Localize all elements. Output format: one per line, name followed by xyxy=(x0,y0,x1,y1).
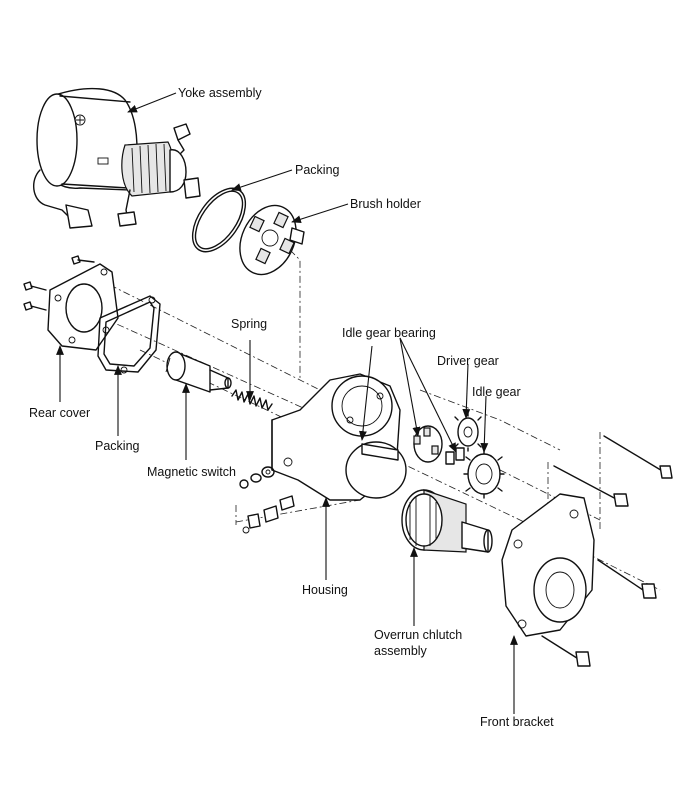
label-packing-bottom: Packing xyxy=(95,439,140,453)
overrun-clutch-part xyxy=(401,489,493,553)
spring-part xyxy=(231,389,273,411)
label-spring: Spring xyxy=(231,317,267,331)
label-yoke-assembly: Yoke assembly xyxy=(178,86,262,100)
label-overrun-clutch-line1: Overrun chlutch xyxy=(374,628,462,642)
labels: Yoke assembly Packing Brush holder Sprin… xyxy=(29,86,554,729)
label-housing: Housing xyxy=(302,583,348,597)
rear-cover-part xyxy=(23,255,119,351)
housing-part xyxy=(271,373,407,501)
magnetic-switch-part xyxy=(165,351,232,393)
label-packing-top: Packing xyxy=(295,163,340,177)
label-driver-gear: Driver gear xyxy=(437,354,499,368)
idle-gear-bearing-part xyxy=(413,425,465,465)
yoke-assembly-part xyxy=(33,87,201,229)
label-overrun-clutch-line2: assembly xyxy=(374,644,428,658)
brush-holder-part xyxy=(239,204,305,276)
label-brush-holder: Brush holder xyxy=(350,197,421,211)
front-bracket-part xyxy=(501,493,595,637)
leader-lines xyxy=(56,92,518,714)
idle-gear-part xyxy=(463,449,505,499)
driver-gear-part xyxy=(454,412,482,452)
label-rear-cover: Rear cover xyxy=(29,406,90,420)
long-bolts-part xyxy=(541,435,673,667)
terminal-hardware-part xyxy=(239,466,295,534)
label-idle-gear-bearing: Idle gear bearing xyxy=(342,326,436,340)
label-magnetic-switch: Magnetic switch xyxy=(147,465,236,479)
label-idle-gear: Idle gear xyxy=(472,385,521,399)
label-front-bracket: Front bracket xyxy=(480,715,554,729)
